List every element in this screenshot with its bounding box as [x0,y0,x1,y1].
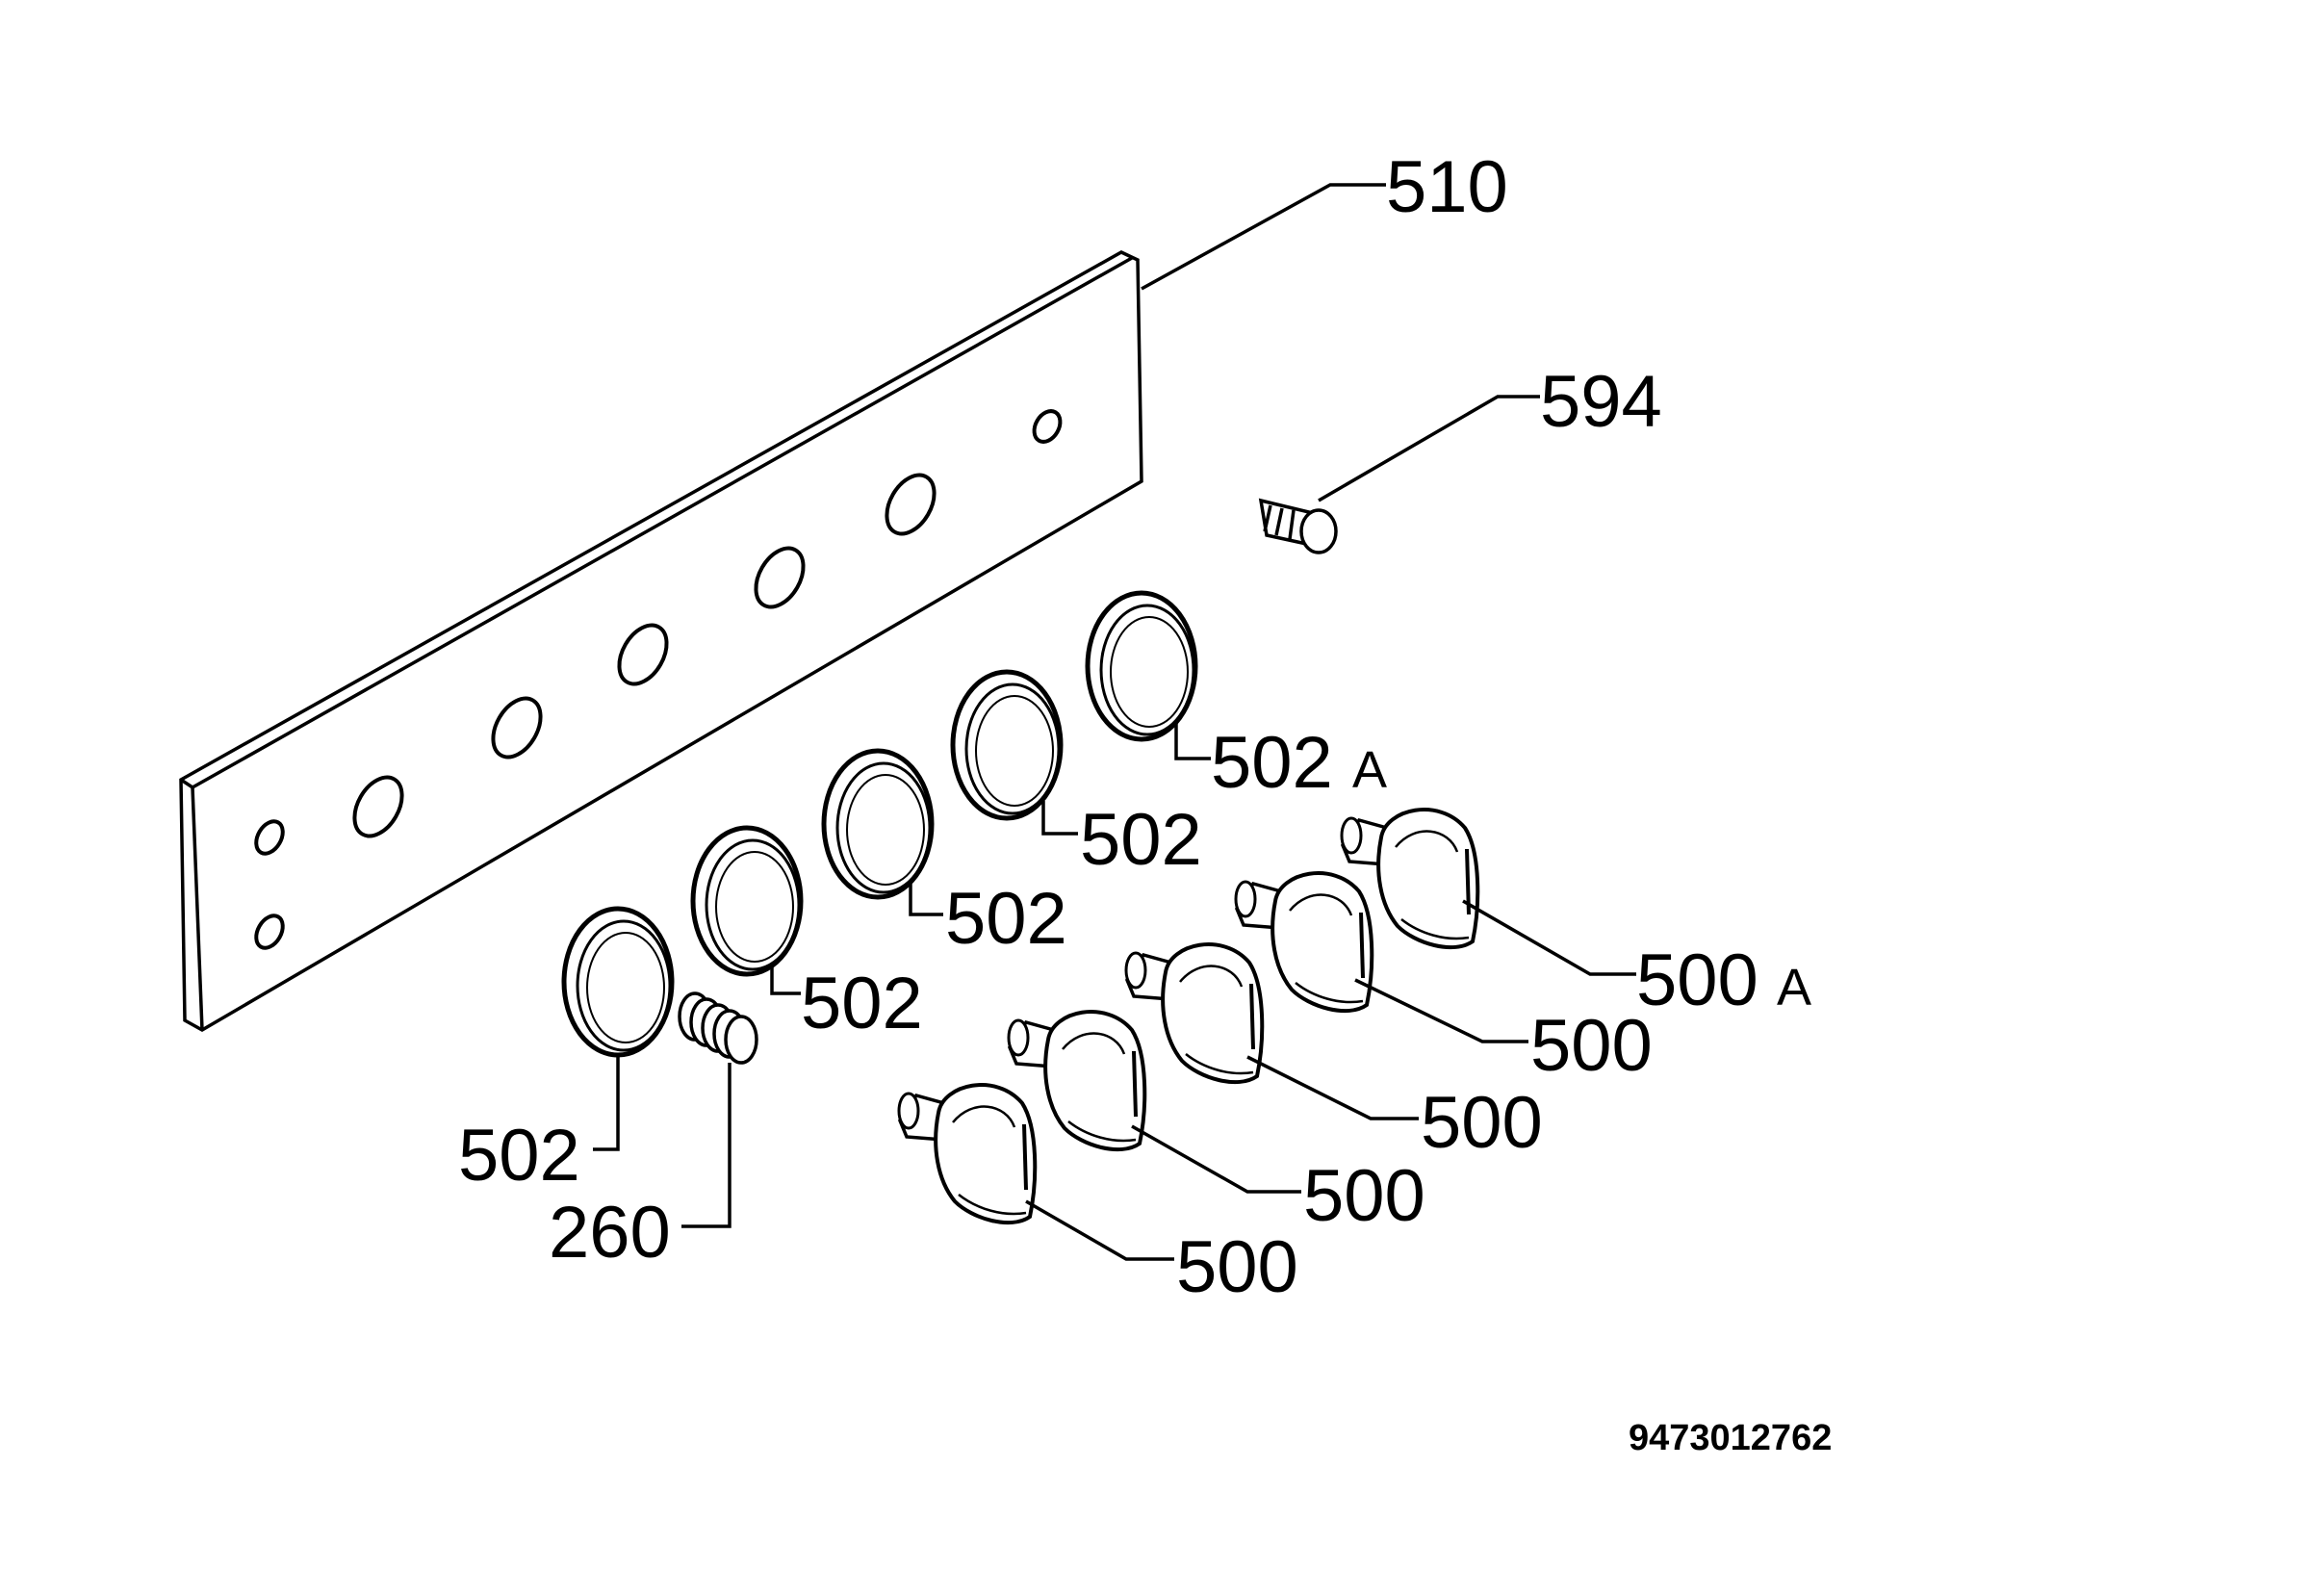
drawing-code: 9473012762 [1629,1418,1832,1458]
indicator-label: 594 [1540,361,1662,443]
spring [678,991,758,1065]
panel-label: 510 [1386,146,1508,228]
knob-a-suffix: A [1777,959,1811,1017]
knob-a-label: 500 [1636,940,1758,1021]
control-panel [179,250,1143,1033]
bezel-4-label: 502 [458,1115,580,1197]
bezel-3-label: 502 [801,963,923,1044]
bezel-1 [953,672,1061,818]
bezel-a-suffix: A [1352,741,1387,799]
knob-4-label: 500 [1176,1226,1298,1308]
bezel-1-label: 502 [1080,799,1202,881]
bezel-2-label: 502 [945,878,1067,960]
bezel-a-label: 502 [1211,722,1333,804]
knob-2-leader [1246,1055,1419,1120]
knob-1-label: 500 [1530,1005,1653,1087]
knob-1-leader [1354,978,1528,1043]
bezel-4 [564,909,672,1055]
knob-3-leader [1131,1124,1301,1194]
spring-leader [681,1063,732,1228]
bezel-4-leader [593,1053,620,1151]
panel-holes [254,409,1063,950]
indicator-leader [1318,395,1540,502]
knob-4-leader [1025,1199,1174,1261]
panel-leader [1141,183,1386,291]
bezel-2-leader [909,884,943,916]
indicator-lamp [1258,498,1338,554]
knob-a-leader [1462,899,1636,976]
knob-2-label: 500 [1421,1082,1543,1164]
bezel-2 [824,751,932,897]
bezel-a-leader [1174,724,1211,760]
bezel-3-leader [770,965,801,995]
spring-label: 260 [549,1192,671,1274]
knob-4 [897,1083,1038,1225]
knob-3-label: 500 [1303,1155,1425,1237]
bezel-3 [693,828,801,974]
knob-2 [1124,942,1265,1085]
bezel-a [1088,593,1195,739]
bezel-1-leader [1041,801,1078,836]
